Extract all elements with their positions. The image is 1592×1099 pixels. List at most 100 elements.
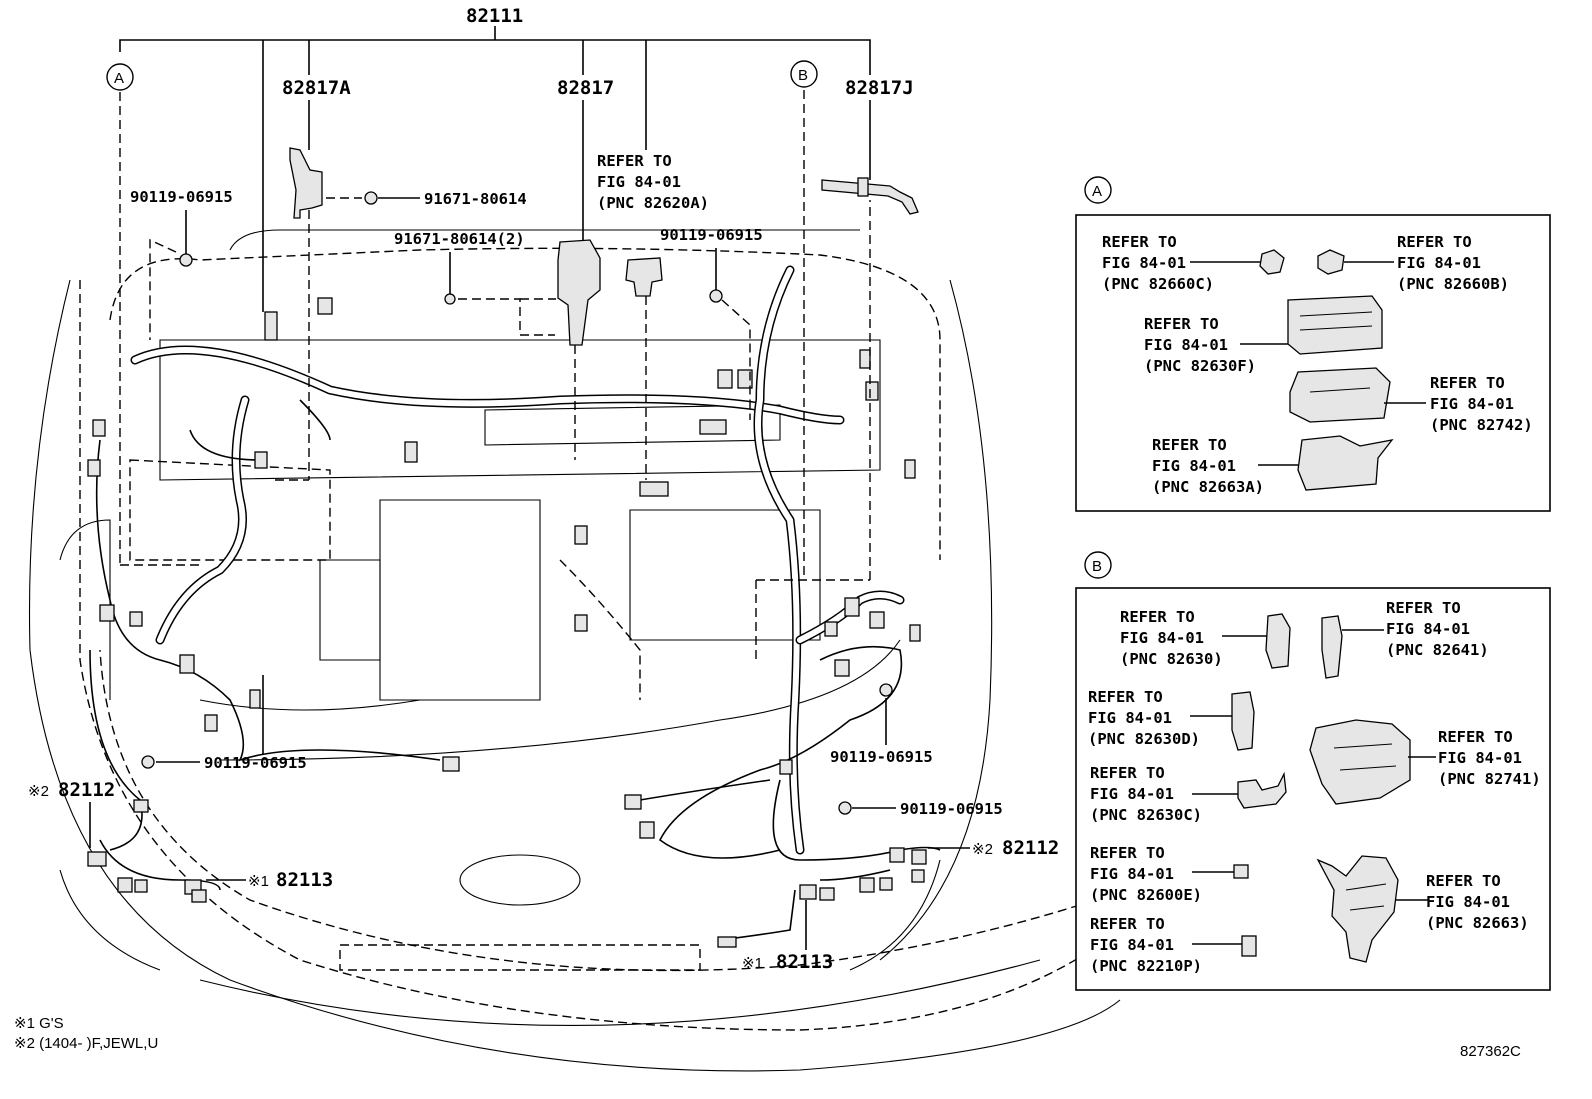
connector-82620A bbox=[625, 257, 663, 480]
top-refer-line1: REFER TO bbox=[597, 152, 672, 170]
wire-harness bbox=[89, 265, 941, 941]
mark-1-bottom: ※1 bbox=[742, 955, 763, 972]
svg-text:FIG 84-01: FIG 84-01 bbox=[1430, 395, 1514, 413]
svg-text:A: A bbox=[1092, 183, 1102, 200]
bolt-90119-right-mid bbox=[879, 683, 893, 745]
svg-text:(PNC 82660B): (PNC 82660B) bbox=[1397, 275, 1509, 293]
harness-82111-bracket bbox=[119, 26, 871, 660]
panel-b-item-82600E: REFER TO FIG 84-01 (PNC 82600E) bbox=[1090, 844, 1249, 904]
svg-text:REFER TO: REFER TO bbox=[1088, 688, 1163, 706]
vehicle-body-outline bbox=[28, 229, 1183, 1072]
panel-b-item-82641: REFER TO FIG 84-01 (PNC 82641) bbox=[1321, 599, 1489, 679]
callout-90119-06915-rightlow: 90119-06915 bbox=[900, 800, 1003, 818]
panel-b-item-82630C: REFER TO FIG 84-01 (PNC 82630C) bbox=[1090, 764, 1287, 824]
svg-text:REFER TO: REFER TO bbox=[1102, 233, 1177, 251]
svg-text:FIG 84-01: FIG 84-01 bbox=[1090, 785, 1174, 803]
panel-b-item-82210P: REFER TO FIG 84-01 (PNC 82210P) bbox=[1090, 915, 1257, 975]
top-refer-line3: (PNC 82620A) bbox=[597, 194, 709, 212]
svg-text:(PNC 82630F): (PNC 82630F) bbox=[1144, 357, 1256, 375]
circle-label-b-top: B bbox=[790, 60, 818, 88]
svg-text:(PNC 82630C): (PNC 82630C) bbox=[1090, 806, 1202, 824]
callout-90119-06915-top: 90119-06915 bbox=[660, 226, 763, 244]
svg-text:FIG 84-01: FIG 84-01 bbox=[1397, 254, 1481, 272]
svg-text:REFER TO: REFER TO bbox=[1090, 764, 1165, 782]
svg-text:A: A bbox=[114, 70, 124, 87]
svg-text:REFER TO: REFER TO bbox=[1152, 436, 1227, 454]
svg-text:(PNC 82663A): (PNC 82663A) bbox=[1152, 478, 1264, 496]
circle-label-b-panel: B bbox=[1084, 551, 1112, 579]
note-2: ※2 (1404- )F,JEWL,U bbox=[14, 1035, 158, 1052]
svg-text:FIG 84-01: FIG 84-01 bbox=[1386, 620, 1470, 638]
mark-2-left: ※2 bbox=[28, 783, 49, 800]
callout-91671-80614: 91671-80614 bbox=[424, 190, 527, 208]
svg-text:REFER TO: REFER TO bbox=[1386, 599, 1461, 617]
bracket-82817A-part bbox=[275, 147, 323, 481]
panel-a-item-82663A: REFER TO FIG 84-01 (PNC 82663A) bbox=[1152, 435, 1394, 496]
callout-82113-left: 82113 bbox=[276, 869, 333, 891]
panel-a-item-82742: REFER TO FIG 84-01 (PNC 82742) bbox=[1289, 367, 1533, 434]
svg-text:FIG 84-01: FIG 84-01 bbox=[1090, 865, 1174, 883]
harness-connectors bbox=[87, 297, 927, 948]
panel-b-frame bbox=[1075, 587, 1551, 991]
svg-text:(PNC 82663): (PNC 82663) bbox=[1426, 914, 1529, 932]
panel-b-item-82663: REFER TO FIG 84-01 (PNC 82663) bbox=[1316, 855, 1529, 963]
svg-text:B: B bbox=[1092, 558, 1102, 575]
callout-90119-06915-rightmid: 90119-06915 bbox=[830, 748, 933, 766]
top-refer-line2: FIG 84-01 bbox=[597, 173, 681, 191]
svg-text:REFER TO: REFER TO bbox=[1120, 608, 1195, 626]
callout-82112-right: 82112 bbox=[1002, 837, 1059, 859]
svg-text:(PNC 82630D): (PNC 82630D) bbox=[1088, 730, 1200, 748]
svg-text:REFER TO: REFER TO bbox=[1430, 374, 1505, 392]
bolt-90119-lower-left bbox=[141, 675, 264, 769]
panel-b-item-82630D: REFER TO FIG 84-01 (PNC 82630D) bbox=[1088, 688, 1255, 751]
svg-text:FIG 84-01: FIG 84-01 bbox=[1438, 749, 1522, 767]
bracket-82817-part bbox=[557, 239, 601, 460]
svg-text:(PNC 82600E): (PNC 82600E) bbox=[1090, 886, 1202, 904]
callout-82112-left: 82112 bbox=[58, 779, 115, 801]
callout-82817A: 82817A bbox=[282, 77, 351, 99]
svg-text:REFER TO: REFER TO bbox=[1426, 872, 1501, 890]
panel-b-item-82741: REFER TO FIG 84-01 (PNC 82741) bbox=[1309, 719, 1541, 805]
note-1: ※1 G'S bbox=[14, 1015, 64, 1032]
svg-text:FIG 84-01: FIG 84-01 bbox=[1152, 457, 1236, 475]
panel-a-item-82660C: REFER TO FIG 84-01 (PNC 82660C) bbox=[1102, 233, 1285, 293]
svg-text:REFER TO: REFER TO bbox=[1144, 315, 1219, 333]
callout-90119-06915-lowerleft: 90119-06915 bbox=[204, 754, 307, 772]
svg-text:FIG 84-01: FIG 84-01 bbox=[1120, 629, 1204, 647]
svg-text:(PNC 82641): (PNC 82641) bbox=[1386, 641, 1489, 659]
svg-text:FIG 84-01: FIG 84-01 bbox=[1090, 936, 1174, 954]
panel-b-item-82630: REFER TO FIG 84-01 (PNC 82630) bbox=[1120, 608, 1291, 669]
svg-text:(PNC 82742): (PNC 82742) bbox=[1430, 416, 1533, 434]
clamp-82817J-part bbox=[821, 177, 919, 215]
main-part-number: 82111 bbox=[466, 5, 523, 27]
svg-text:(PNC 82210P): (PNC 82210P) bbox=[1090, 957, 1202, 975]
bolt-91671-80614 bbox=[326, 191, 420, 205]
bolt-91671-80614-2 bbox=[444, 252, 556, 336]
panel-a-item-82660B: REFER TO FIG 84-01 (PNC 82660B) bbox=[1317, 233, 1509, 293]
bolt-90119-top bbox=[709, 248, 751, 420]
callout-82113-bottom: 82113 bbox=[776, 951, 833, 973]
svg-text:(PNC 82630): (PNC 82630) bbox=[1120, 650, 1223, 668]
callout-82817: 82817 bbox=[557, 77, 614, 99]
circle-label-a-panel: A bbox=[1084, 176, 1112, 204]
svg-text:FIG 84-01: FIG 84-01 bbox=[1144, 336, 1228, 354]
svg-text:FIG 84-01: FIG 84-01 bbox=[1102, 254, 1186, 272]
svg-text:(PNC 82741): (PNC 82741) bbox=[1438, 770, 1541, 788]
svg-text:REFER TO: REFER TO bbox=[1090, 844, 1165, 862]
bolt-90119-right-low bbox=[838, 801, 896, 815]
callout-82817J: 82817J bbox=[845, 77, 914, 99]
mark-1-left: ※1 bbox=[248, 873, 269, 890]
figure-id: 827362C bbox=[1460, 1043, 1521, 1060]
svg-text:(PNC 82660C): (PNC 82660C) bbox=[1102, 275, 1214, 293]
svg-text:REFER TO: REFER TO bbox=[1397, 233, 1472, 251]
bolt-90119-topleft bbox=[149, 210, 193, 340]
svg-text:FIG 84-01: FIG 84-01 bbox=[1088, 709, 1172, 727]
svg-text:REFER TO: REFER TO bbox=[1090, 915, 1165, 933]
mark-2-right: ※2 bbox=[972, 841, 993, 858]
panel-a-item-82630F: REFER TO FIG 84-01 (PNC 82630F) bbox=[1144, 295, 1383, 375]
svg-text:FIG 84-01: FIG 84-01 bbox=[1426, 893, 1510, 911]
svg-text:REFER TO: REFER TO bbox=[1438, 728, 1513, 746]
callout-90119-06915-topleft: 90119-06915 bbox=[130, 188, 233, 206]
svg-text:B: B bbox=[798, 67, 808, 84]
